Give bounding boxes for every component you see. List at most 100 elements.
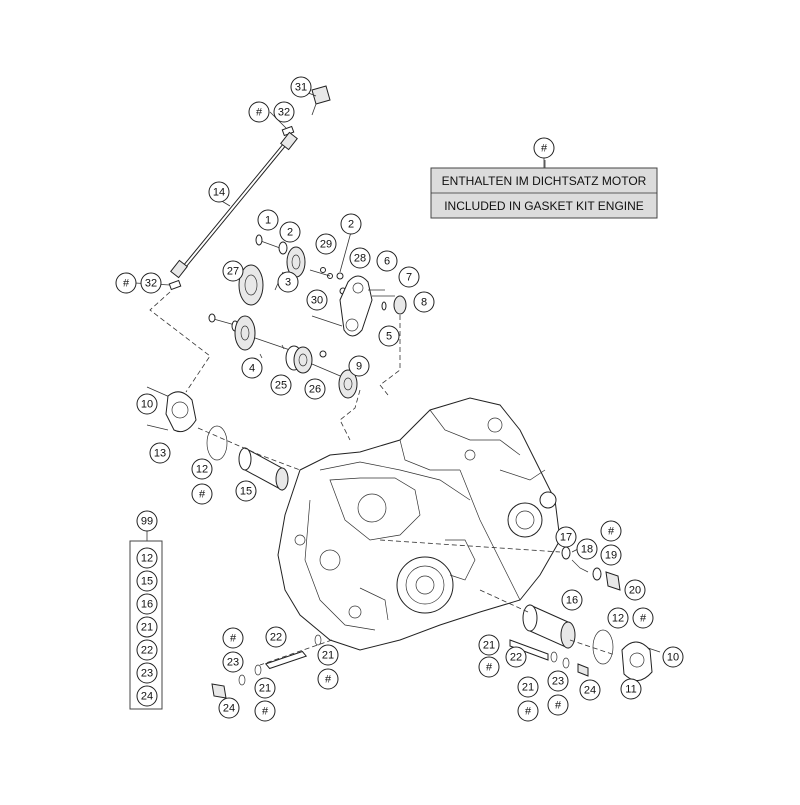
callout-h21b-circle	[517, 700, 539, 722]
kit-item-12-circle	[136, 547, 158, 569]
callout-kit-99-label: 99	[141, 516, 153, 528]
callout-c10a: 10	[136, 393, 158, 415]
callout-c23a-circle	[547, 670, 569, 692]
callout-h21d: #	[254, 700, 276, 722]
callout-c13: 13	[149, 442, 171, 464]
kit-item-24-circle	[136, 685, 158, 707]
kit-item-23-label: 23	[141, 668, 153, 680]
kit-item-24-label: 24	[141, 691, 153, 703]
callout-c12a-label: 12	[196, 464, 208, 476]
callout-c2a: 2	[279, 221, 301, 243]
callout-c21a-label: 21	[483, 640, 495, 652]
kit-item-22: 22	[136, 639, 158, 661]
callout-h21b: #	[517, 700, 539, 722]
kit-item-15: 15	[136, 570, 158, 592]
callout-c9-circle	[348, 355, 370, 377]
callout-h23b-circle	[222, 627, 244, 649]
callout-c1-label: 1	[265, 215, 271, 227]
callout-h12a-label: #	[199, 489, 206, 501]
callout-c13-label: 13	[154, 448, 166, 460]
callout-h19-circle	[600, 520, 622, 542]
callout-c12b-label: 12	[612, 613, 624, 625]
callout-c10a-circle	[136, 393, 158, 415]
callout-c14-label: 14	[213, 187, 225, 199]
kit-item-15-label: 15	[141, 576, 153, 588]
engine-crankcase	[277, 397, 561, 651]
callout-h21a-label: #	[486, 662, 493, 674]
kit-item-21-circle	[136, 616, 158, 638]
callout-c2b-label: 2	[348, 219, 354, 231]
callout-c25: 25	[270, 374, 292, 396]
callout-c32a-circle	[273, 101, 295, 123]
callout-c21c: 21	[317, 644, 339, 666]
callout-c17-label: 17	[560, 532, 572, 544]
callout-c10b-circle	[662, 646, 684, 668]
callout-c18-circle	[576, 538, 598, 560]
callout-c21d-label: 21	[259, 683, 271, 695]
callout-c21a-circle	[478, 634, 500, 656]
callout-c2b-circle	[340, 213, 362, 235]
callout-c4-circle	[241, 357, 263, 379]
callout-c25-circle	[270, 374, 292, 396]
callout-c21b-circle	[517, 676, 539, 698]
callout-c5-label: 5	[386, 331, 392, 343]
kit-item-15-circle	[136, 570, 158, 592]
callout-c27: 27	[222, 260, 244, 282]
callout-c21b-label: 21	[522, 682, 534, 694]
callout-c29: 29	[315, 233, 337, 255]
callout-h32b-circle	[115, 272, 137, 294]
callout-c12a: 12	[191, 458, 213, 480]
kit-item-16-circle	[136, 593, 158, 615]
callout-h21d-circle	[254, 700, 276, 722]
callout-c24a-label: 24	[584, 685, 596, 697]
gasket-kit-note: ENTHALTEN IM DICHTSATZ MOTOR INCLUDED IN…	[430, 158, 658, 219]
callout-c14: 14	[208, 181, 230, 203]
callout-c20-label: 20	[629, 585, 641, 597]
callout-c10b-label: 10	[667, 652, 679, 664]
callout-c11-circle	[620, 678, 642, 700]
callout-c11-label: 11	[625, 684, 636, 696]
callout-c8: 8	[413, 291, 435, 313]
callout-c7-circle	[398, 266, 420, 288]
callout-c22a: 22	[505, 646, 527, 668]
callout-c22a-circle	[505, 646, 527, 668]
callout-c23b: 23	[222, 651, 244, 673]
callout-c19-label: 19	[605, 550, 617, 562]
callout-c26-circle	[304, 378, 326, 400]
assembly-lines	[149, 291, 616, 666]
callout-c11: 11	[620, 678, 642, 700]
callout-h19: #	[600, 520, 622, 542]
callout-c10b: 10	[662, 646, 684, 668]
callout-c5-circle	[378, 325, 400, 347]
callout-h23a-circle	[547, 694, 569, 716]
callout-c31: 31	[290, 76, 312, 98]
callout-c1-circle	[257, 209, 279, 231]
oil-pump-components	[146, 234, 407, 491]
callout-note-marker-circle	[533, 137, 555, 159]
callout-c27-label: 27	[227, 266, 239, 278]
callout-h21b-label: #	[525, 706, 532, 718]
callout-c32b-label: 32	[145, 278, 157, 290]
callout-c12b: 12	[607, 607, 629, 629]
callout-c27-circle	[222, 260, 244, 282]
callout-note-marker: #	[533, 137, 555, 159]
callout-c28: 28	[349, 247, 371, 269]
kit-item-16-label: 16	[141, 599, 153, 611]
oil-pipe-assembly	[168, 85, 331, 291]
callout-h19-label: #	[608, 526, 615, 538]
callout-c13-circle	[149, 442, 171, 464]
callout-c16-circle	[561, 589, 583, 611]
kit-item-21: 21	[136, 616, 158, 638]
callout-h32b: #	[115, 272, 137, 294]
callout-c6-circle	[376, 250, 398, 272]
callout-c12a-circle	[191, 458, 213, 480]
callout-c18: 18	[576, 538, 598, 560]
callout-c2a-label: 2	[287, 227, 293, 239]
kit-item-21-label: 21	[141, 622, 153, 634]
callout-c12b-circle	[607, 607, 629, 629]
callout-kit-99-circle	[136, 510, 158, 532]
callout-h21d-label: #	[262, 706, 269, 718]
callout-h32b-label: #	[123, 278, 130, 290]
callout-c30: 30	[306, 289, 328, 311]
